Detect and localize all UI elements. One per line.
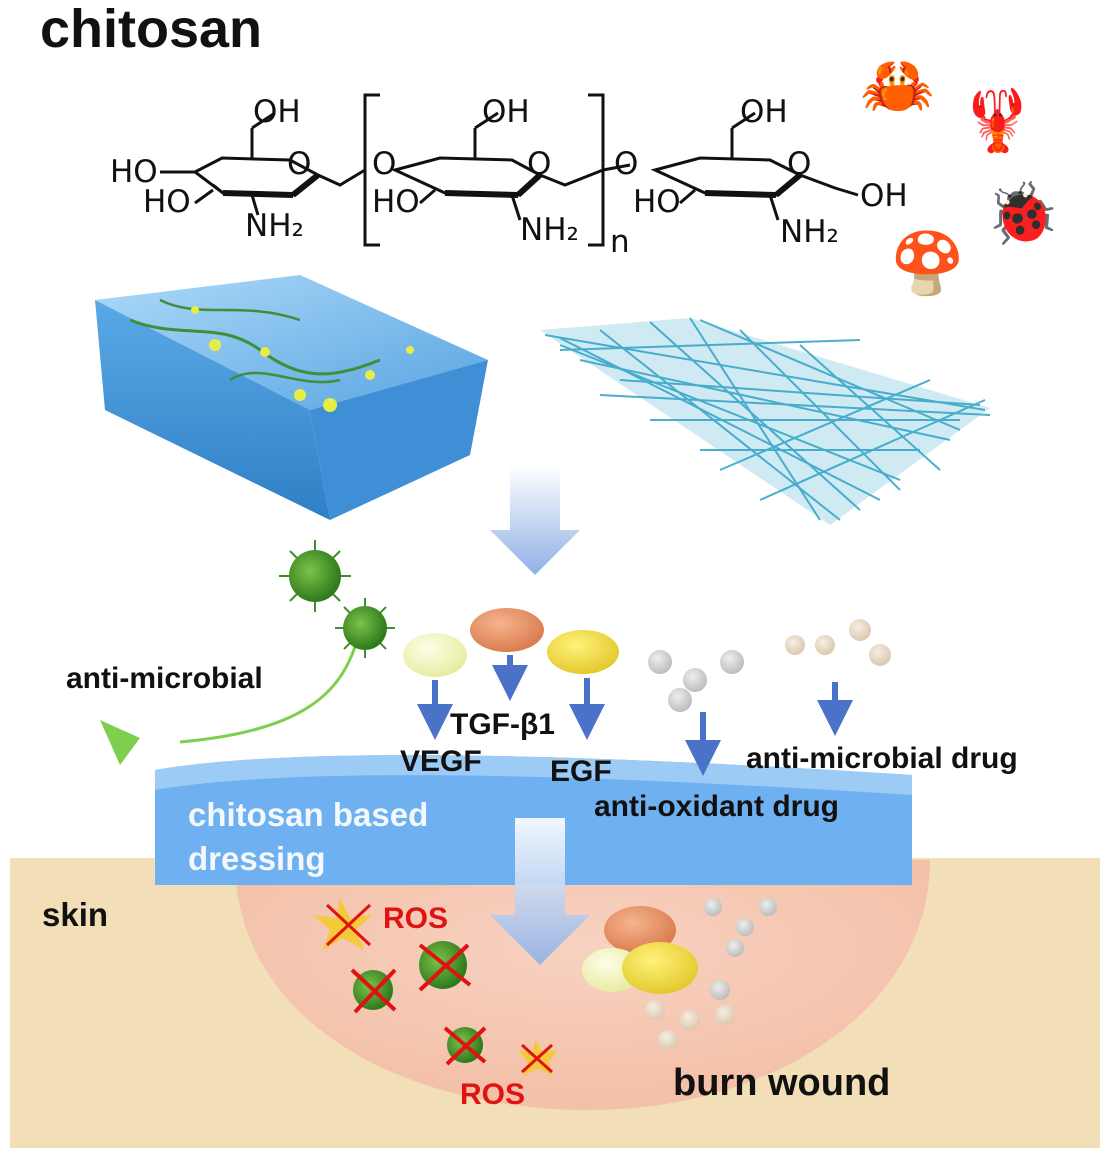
ros-stars <box>314 898 558 1076</box>
egf-ball <box>547 630 619 674</box>
ho-label-ring2: HO <box>372 184 420 220</box>
anti-microbial-arrowhead <box>100 720 140 765</box>
nh2-label-ring3: NH₂ <box>780 214 839 250</box>
process-arrow-inner <box>490 818 590 965</box>
process-arrow-top <box>490 465 580 575</box>
oh-label-ring1: OH <box>253 94 301 130</box>
killed-microbes <box>350 941 487 1066</box>
ring-oxygen-2: O <box>527 146 552 182</box>
anti-oxidant-drug-particles <box>648 650 744 712</box>
tgf-beta1-label: TGF-β1 <box>450 708 555 741</box>
tgf-ball <box>470 608 544 652</box>
ho-label-ring1a: HO <box>110 154 158 190</box>
oh-label-ring3b: OH <box>860 178 908 214</box>
chitosan-structure <box>160 93 859 247</box>
released-factors-in-wound <box>582 898 777 1050</box>
release-arrows <box>417 655 853 776</box>
egf-label: EGF <box>550 755 612 788</box>
ros-label-1: ROS <box>383 902 449 935</box>
glycosidic-oxygen-1: O <box>372 146 397 182</box>
burn-wound-label: burn wound <box>673 1062 891 1104</box>
crab-icon: 🦀 <box>860 52 935 119</box>
nh2-label-ring1: NH₂ <box>245 208 304 244</box>
burn-wound-area <box>235 860 930 1110</box>
ring-oxygen-3: O <box>787 146 812 182</box>
nanofiber-mat <box>540 317 991 525</box>
ring-oxygen-1: O <box>287 146 312 182</box>
nh2-label-ring2: NH₂ <box>520 212 579 248</box>
anti-microbial-drug-label: anti-microbial drug <box>746 742 1018 775</box>
oh-label-ring3: OH <box>740 94 788 130</box>
anti-microbial-label: anti-microbial <box>66 662 263 695</box>
ho-label-ring1b: HO <box>143 184 191 220</box>
microbe-cluster <box>100 540 395 765</box>
repeat-n-label: n <box>610 224 630 260</box>
hydrogel-block <box>95 275 488 520</box>
ladybug-icon: 🐞 <box>985 180 1060 247</box>
skin-label: skin <box>42 896 109 933</box>
dressing-label-line1: chitosan based <box>188 796 429 833</box>
ho-label-ring3: HO <box>633 184 681 220</box>
oh-label-ring2: OH <box>482 94 530 130</box>
lobster-icon: 🦞 <box>960 87 1035 154</box>
anti-microbial-drug-particles <box>785 619 891 666</box>
dressing-label-line2: dressing <box>188 840 326 877</box>
glycosidic-oxygen-2: O <box>614 146 639 182</box>
mushroom-icon: 🍄 <box>890 230 965 297</box>
anti-oxidant-drug-label: anti-oxidant drug <box>594 790 839 823</box>
vegf-ball <box>403 633 467 677</box>
ros-label-2: ROS <box>460 1078 526 1111</box>
page-title: chitosan <box>40 0 263 59</box>
vegf-label: VEGF <box>400 745 482 778</box>
